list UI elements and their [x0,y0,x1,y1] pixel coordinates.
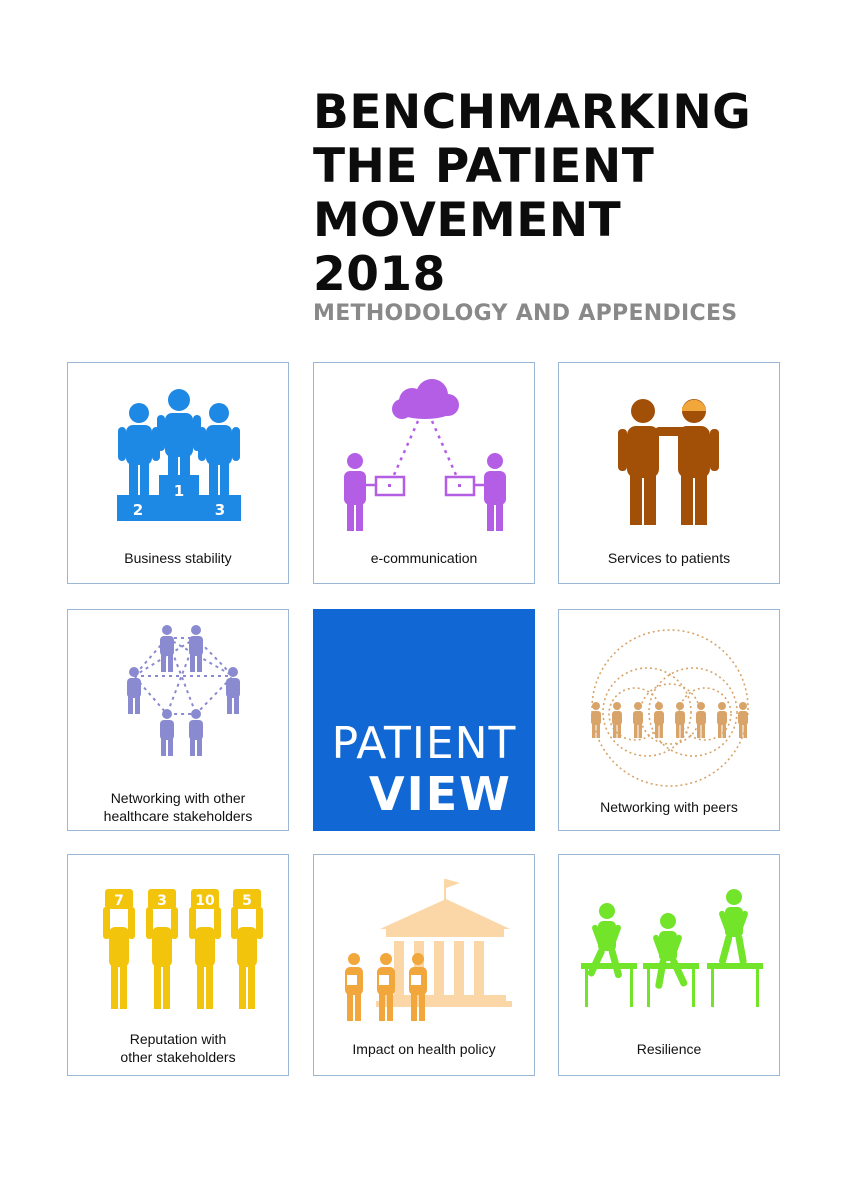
podium-icon: 2 1 3 [117,389,241,521]
podium-label-1: 1 [174,482,184,500]
caption-resilience: Resilience [636,1041,702,1057]
caption-networking-healthcare: Networking with other healthcare stakeho… [68,789,288,825]
caption-business-stability: Business stability [124,550,232,566]
caption-line-2: other stakeholders [120,1049,236,1065]
podium-label-3: 3 [215,501,225,519]
tile-resilience: Resilience [558,854,780,1076]
tile-networking-peers: Networking with peers [558,609,780,831]
caption-services-to-patients: Services to patients [607,550,731,566]
caption-line-2: healthcare stakeholders [103,808,253,824]
tile-e-communication: e-communication [313,362,535,584]
tile-business-stability: 2 1 3 Business stability [67,362,289,584]
government-building-icon [345,879,512,1021]
score-sign-4: 5 [242,893,252,909]
cloud-network-icon [344,379,506,531]
document-subtitle: METHODOLOGY AND APPENDICES [313,301,738,326]
tile-networking-healthcare: Networking with other healthcare stakeho… [67,609,289,831]
caption-line-1: Networking with other [110,790,246,806]
caption-reputation: Reputation with other stakeholders [68,1030,288,1066]
caption-e-communication: e-communication [370,550,478,566]
stakeholder-network-icon [127,625,240,756]
score-signs-icon: 7 3 10 5 [103,889,263,1009]
document-title: BENCHMARKING THE PATIENT MOVEMENT 2018 [313,86,751,302]
podium-label-2: 2 [133,501,143,519]
title-line-1: BENCHMARKING [313,85,752,140]
caption-health-policy: Impact on health policy [352,1041,496,1057]
tile-health-policy: Impact on health policy [313,854,535,1076]
score-sign-2: 3 [157,893,167,909]
title-line-4: 2018 [313,247,446,302]
score-sign-3: 10 [195,893,215,909]
score-sign-1: 7 [114,893,124,909]
title-line-2: THE PATIENT [313,139,655,194]
caption-networking-peers: Networking with peers [600,799,738,815]
tile-reputation: 7 3 10 5 Reputation with other stakehold… [67,854,289,1076]
patientview-logo: PATIENT VIEW [313,609,535,831]
caption-line-1: Reputation with [129,1031,227,1047]
tile-services-to-patients: Services to patients [558,362,780,584]
logo-line-2: VIEW [369,767,512,821]
helping-patient-icon [618,399,719,525]
hurdles-icon [581,889,763,1007]
logo-line-1: PATIENT [331,718,517,769]
peer-circles-icon [591,629,749,787]
title-line-3: MOVEMENT [313,193,622,248]
